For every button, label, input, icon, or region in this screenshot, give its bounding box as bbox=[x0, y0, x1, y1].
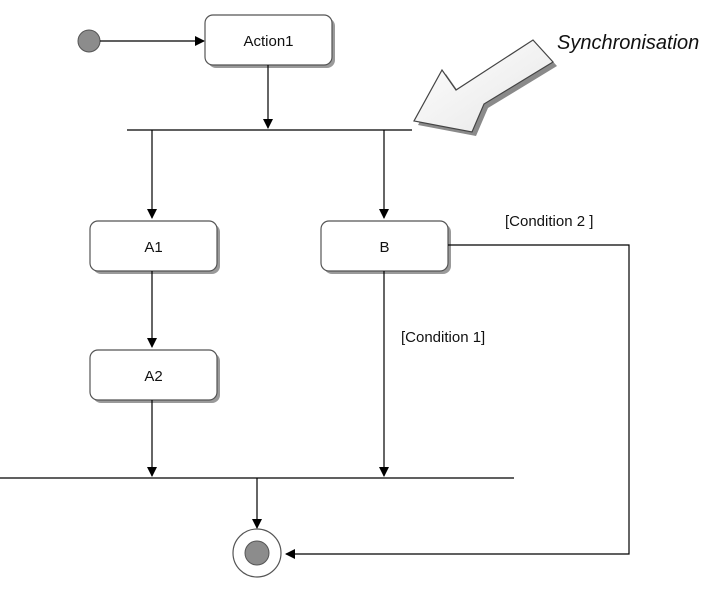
synchronisation-label: Synchronisation bbox=[557, 32, 699, 54]
synchronisation-arrow-icon bbox=[413, 39, 557, 136]
initial-node bbox=[77, 29, 101, 53]
action1-label: Action1 bbox=[243, 33, 293, 50]
action1-node: Action1 bbox=[204, 14, 335, 68]
final-node bbox=[232, 528, 282, 578]
edge-b-to-final bbox=[285, 244, 630, 559]
condition-1-guard: [Condition 1] bbox=[401, 329, 485, 346]
a2-label: A2 bbox=[144, 368, 162, 385]
b-label: B bbox=[379, 239, 389, 256]
condition-2-guard: [Condition 2 ] bbox=[505, 213, 593, 230]
a1-label: A1 bbox=[144, 239, 162, 256]
b-node: B bbox=[320, 220, 451, 274]
a1-node: A1 bbox=[89, 220, 220, 274]
a2-node: A2 bbox=[89, 349, 220, 403]
